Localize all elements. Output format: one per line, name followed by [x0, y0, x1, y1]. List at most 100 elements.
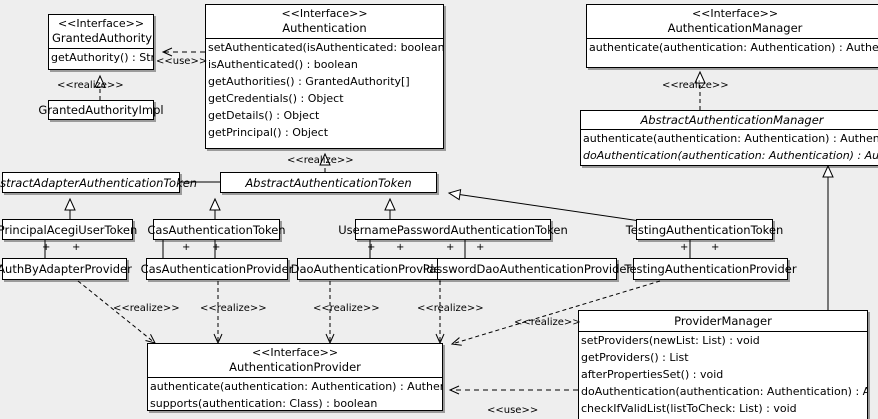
class-name-label: GrantedAuthorityImpl: [38, 103, 164, 117]
class-name-label: GrantedAuthority: [52, 30, 153, 45]
multiplicity-marker: +: [42, 242, 51, 253]
multiplicity-marker: +: [212, 242, 221, 253]
authentication-methods: setAuthenticated(isAuthenticated: boolea…: [206, 39, 443, 141]
class-authentication-provider[interactable]: <<Interface>> AuthenticationProvider aut…: [147, 343, 443, 411]
authentication-manager-methods: authenticate(authentication: Authenticat…: [587, 39, 878, 56]
stereotype-label: <<Interface>>: [281, 7, 368, 20]
method-get-details: getDetails() : Object: [208, 109, 320, 123]
abstract-adapter-authentication-token-header: AbstractAdapterAuthenticationToken: [0, 173, 197, 192]
method-set-providers: setProviders(newList: List) : void: [581, 334, 760, 348]
class-name-label: CasAuthenticationToken: [147, 222, 286, 237]
multiplicity-marker: +: [367, 242, 376, 253]
method-get-authority: getAuthority() : String: [51, 51, 153, 65]
class-name-label: AuthenticationProvider: [229, 359, 361, 374]
method-get-authorities: getAuthorities() : GrantedAuthority[]: [208, 75, 410, 89]
testing-authentication-provider-header: TestingAuthenticationProvider: [624, 259, 796, 279]
granted-authority-methods: getAuthority() : String: [49, 49, 153, 66]
class-username-password-authentication-token[interactable]: UsernamePasswordAuthenticationToken: [338, 219, 568, 240]
abstract-authentication-token-header: AbstractAuthenticationToken: [221, 173, 436, 192]
class-name-label: AbstractAuthenticationToken: [245, 175, 412, 190]
label-realize-auth-by-adapter-provider: <<realize>>: [113, 303, 180, 314]
stereotype-label: <<Interface>>: [691, 7, 779, 20]
method-check-if-valid-list: checkIfValidList(listToCheck: List) : vo…: [581, 402, 797, 416]
class-name-label: AuthenticationManager: [667, 20, 803, 35]
class-name-label: AbstractAuthenticationManager: [640, 113, 824, 127]
principal-acegi-user-token-header: PrincipalAcegiUserToken: [0, 220, 137, 239]
label-realize-password-dao-authentication-provider: <<realize>>: [417, 303, 484, 314]
label-realize-testing-authentication-provider: <<realize>>: [514, 317, 581, 328]
class-granted-authority-impl[interactable]: GrantedAuthorityImpl: [38, 100, 164, 120]
authentication-header: <<Interface>> Authentication: [206, 5, 443, 40]
class-auth-by-adapter-provider[interactable]: AuthByAdapterProvider: [0, 258, 132, 280]
class-name-label: AuthByAdapterProvider: [0, 262, 132, 276]
class-name-label: CasAuthenticationProvider: [140, 262, 294, 276]
label-realize-dao-authentication-provider: <<realize>>: [313, 303, 380, 314]
abstract-authentication-manager-methods: authenticate(authentication: Authenticat…: [581, 130, 878, 164]
label-use-authentication-granted-authority: <<use>>: [156, 56, 208, 67]
authentication-provider-header: <<Interface>> AuthenticationProvider: [148, 344, 442, 379]
label-realize-cas-authentication-provider: <<realize>>: [200, 303, 267, 314]
abstract-authentication-manager-header: AbstractAuthenticationManager: [581, 111, 878, 131]
method-authenticate: authenticate(authentication: Authenticat…: [583, 132, 878, 146]
multiplicity-marker: +: [680, 242, 689, 253]
provider-manager-methods: setProviders(newList: List) : void getPr…: [579, 332, 867, 417]
multiplicity-marker: +: [711, 242, 720, 253]
class-abstract-adapter-authentication-token[interactable]: AbstractAdapterAuthenticationToken: [0, 172, 197, 193]
class-name-label: Authentication: [282, 20, 367, 35]
method-after-properties-set: afterPropertiesSet() : void: [581, 368, 724, 382]
class-name-label: TestingAuthenticationToken: [625, 222, 784, 237]
granted-authority-impl-header: GrantedAuthorityImpl: [38, 101, 163, 119]
auth-by-adapter-provider-header: AuthByAdapterProvider: [0, 259, 132, 279]
multiplicity-marker: +: [72, 242, 81, 253]
class-name-label: PasswordDaoAuthenticationProvider: [422, 262, 632, 276]
class-dao-authentication-provider[interactable]: DaoAuthenticationProvider: [291, 258, 446, 280]
class-testing-authentication-provider[interactable]: TestingAuthenticationProvider: [624, 258, 797, 280]
class-authentication[interactable]: <<Interface>> Authentication setAuthenti…: [205, 4, 444, 149]
multiplicity-marker: +: [182, 242, 191, 253]
class-name-label: PrincipalAcegiUserToken: [0, 222, 138, 237]
label-realize-granted-authority-impl: <<realize>>: [57, 80, 124, 91]
class-granted-authority[interactable]: <<Interface>> GrantedAuthority getAuthor…: [48, 14, 154, 70]
password-dao-authentication-provider-header: PasswordDaoAuthenticationProvider: [423, 259, 631, 279]
username-password-authentication-token-header: UsernamePasswordAuthenticationToken: [338, 220, 567, 239]
class-name-label: DaoAuthenticationProvider: [290, 262, 446, 276]
method-do-authentication: doAuthentication(authentication: Authent…: [583, 149, 878, 163]
label-realize-abstract-authentication-manager: <<realize>>: [662, 80, 729, 91]
authentication-manager-header: <<Interface>> AuthenticationManager: [587, 5, 878, 40]
class-cas-authentication-provider[interactable]: CasAuthenticationProvider: [141, 258, 294, 280]
class-cas-authentication-token[interactable]: CasAuthenticationToken: [147, 219, 286, 240]
method-set-authenticated: setAuthenticated(isAuthenticated: boolea…: [208, 41, 443, 55]
cas-authentication-token-header: CasAuthenticationToken: [147, 220, 285, 239]
method-supports: supports(authentication: Class) : boolea…: [150, 397, 378, 411]
label-realize-abstract-authentication-token: <<realize>>: [287, 155, 354, 166]
class-authentication-manager[interactable]: <<Interface>> AuthenticationManager auth…: [586, 4, 878, 68]
stereotype-label: <<Interface>>: [57, 17, 145, 30]
class-principal-acegi-user-token[interactable]: PrincipalAcegiUserToken: [0, 219, 137, 240]
authentication-provider-methods: authenticate(authentication: Authenticat…: [148, 378, 442, 412]
multiplicity-marker: +: [476, 242, 485, 253]
method-get-principal: getPrincipal() : Object: [208, 126, 329, 140]
class-testing-authentication-token[interactable]: TestingAuthenticationToken: [626, 219, 784, 240]
method-authenticate: authenticate(authentication: Authenticat…: [150, 380, 442, 394]
multiplicity-marker: +: [396, 242, 405, 253]
method-do-authentication: doAuthentication(authentication: Authent…: [581, 385, 867, 399]
testing-authentication-token-header: TestingAuthenticationToken: [626, 220, 784, 239]
cas-authentication-provider-header: CasAuthenticationProvider: [141, 259, 294, 279]
class-name-label: UsernamePasswordAuthenticationToken: [338, 222, 568, 237]
granted-authority-header: <<Interface>> GrantedAuthority: [49, 15, 153, 50]
class-name-label: TestingAuthenticationProvider: [624, 262, 797, 276]
method-get-credentials: getCredentials() : Object: [208, 92, 344, 106]
class-abstract-authentication-token[interactable]: AbstractAuthenticationToken: [220, 172, 437, 193]
provider-manager-header: ProviderManager: [579, 311, 867, 333]
dao-authentication-provider-header: DaoAuthenticationProvider: [291, 259, 446, 279]
class-name-label: ProviderManager: [674, 314, 772, 328]
class-password-dao-authentication-provider[interactable]: PasswordDaoAuthenticationProvider: [423, 258, 631, 280]
method-get-providers: getProviders() : List: [581, 351, 689, 365]
class-abstract-authentication-manager[interactable]: AbstractAuthenticationManager authentica…: [580, 110, 878, 166]
stereotype-label: <<Interface>>: [251, 346, 339, 359]
method-authenticate: authenticate(authentication: Authenticat…: [589, 41, 878, 55]
class-provider-manager[interactable]: ProviderManager setProviders(newList: Li…: [578, 310, 868, 419]
multiplicity-marker: +: [446, 242, 455, 253]
label-use-provider-manager-authentication-provider: <<use>>: [487, 405, 539, 416]
